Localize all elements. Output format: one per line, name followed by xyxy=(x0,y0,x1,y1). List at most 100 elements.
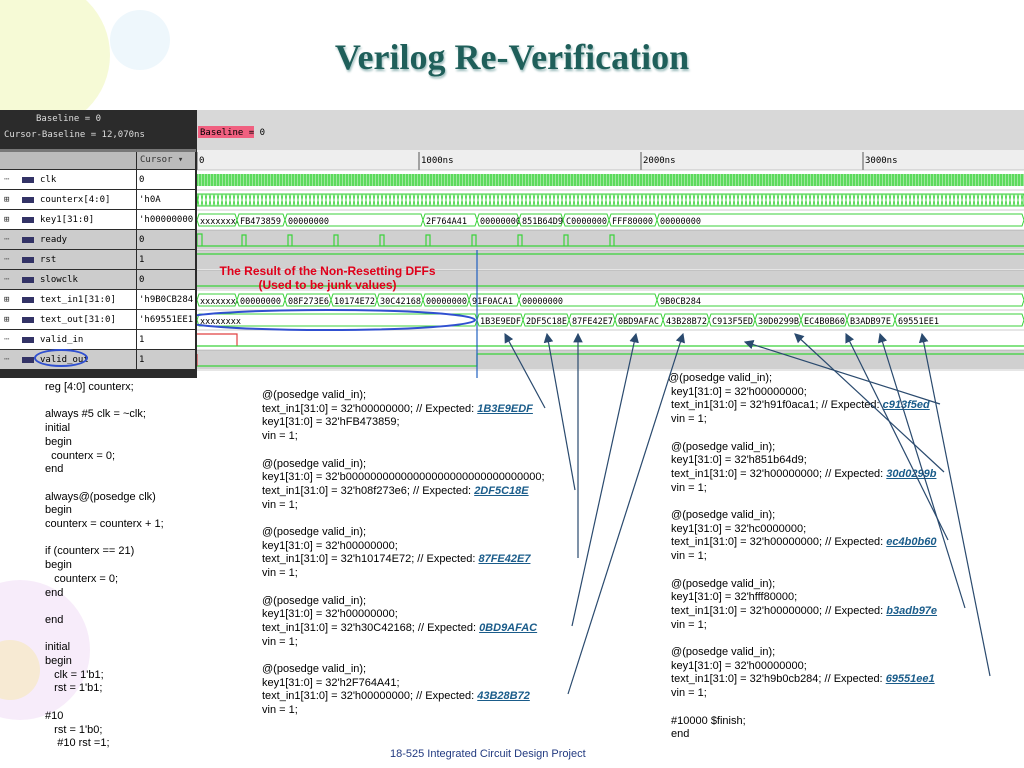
code-line: begin xyxy=(45,504,72,517)
signal-value: 'h00000000 xyxy=(137,210,195,229)
code-line: reg [4:0] counterx; xyxy=(45,381,134,393)
code-line: text_in1[31:0] = 32'h00000000; // Expect… xyxy=(262,690,530,703)
signal-icon xyxy=(22,177,34,183)
text-in1-segment xyxy=(236,293,286,307)
signal-name: text_out[31:0] xyxy=(0,310,136,329)
code-line: @(posedge valid_in); xyxy=(262,526,367,539)
tree-line-icon: ┄ xyxy=(4,175,10,185)
code-line xyxy=(262,649,545,663)
text-out-segment xyxy=(614,313,664,327)
text-out-value: 43B28B72 xyxy=(666,317,707,327)
code-line: end xyxy=(45,613,64,626)
code-line xyxy=(45,395,164,409)
code-line: begin xyxy=(45,559,72,572)
cursor-header[interactable]: Cursor ▾ xyxy=(137,152,195,169)
code-line: #10 xyxy=(45,709,64,722)
tree-line-icon: ┄ xyxy=(4,275,10,285)
text-out-value: 1B3E9EDF xyxy=(480,317,521,327)
expand-icon[interactable]: ⊞ xyxy=(4,315,10,325)
code-line xyxy=(45,628,164,642)
code-line: key1[31:0] = 32'h00000000; xyxy=(262,539,398,552)
code-line: begin xyxy=(45,435,72,448)
expected-value: 30d0299b xyxy=(886,467,937,480)
key1-value: FB473859 xyxy=(240,217,281,227)
text-in1-value: 08F273E6 xyxy=(288,297,329,307)
ruler-label: 0 xyxy=(199,156,204,166)
expected-value: 0BD9AFAC xyxy=(479,621,538,634)
code-line: key1[31:0] = 32'hc0000000; xyxy=(668,522,807,535)
code-line: counterx = 0; xyxy=(45,449,116,462)
key1-value: FFF80000 xyxy=(612,217,653,227)
clk-fill xyxy=(197,174,1024,186)
code-line xyxy=(262,512,545,526)
footer-text: 18-525 Integrated Circuit Design Project xyxy=(390,748,586,760)
signal-value: 1 xyxy=(137,330,195,349)
key1-segment xyxy=(197,213,238,227)
code-line: text_in1[31:0] = 32'h00000000; // Expect… xyxy=(668,536,937,549)
code-line xyxy=(45,696,164,710)
text-in1-value: xxxxxxx▸ xyxy=(200,297,241,307)
code-line: @(posedge valid_in); xyxy=(668,440,776,453)
code-line: counterx = counterx + 1; xyxy=(45,518,164,531)
text-in1-segment xyxy=(284,293,332,307)
key1-value: 00000000 xyxy=(660,217,701,227)
signal-row[interactable]: counterx[4:0]'h0A⊞ xyxy=(0,190,196,210)
code-line: vin = 1; xyxy=(668,687,707,700)
key1-segment xyxy=(284,213,424,227)
signal-name: slowclk xyxy=(0,270,136,289)
key1-value: 851B64D9 xyxy=(522,217,563,227)
code-line: counterx = 0; xyxy=(45,572,119,585)
code-line: key1[31:0] = 32'h00000000; xyxy=(668,385,807,398)
junk-values-highlight xyxy=(197,309,476,331)
ruler-label: 3000ns xyxy=(865,156,898,166)
text-out-segment xyxy=(197,313,478,327)
code-line xyxy=(262,444,545,458)
signal-row[interactable]: key1[31:0]'h00000000⊞ xyxy=(0,210,196,230)
tree-line-icon: ┄ xyxy=(4,235,10,245)
code-line: text_in1[31:0] = 32'h91f0aca1; // Expect… xyxy=(668,399,930,412)
code-line: text_in1[31:0] = 32'h00000000; // Expect… xyxy=(668,467,937,480)
code-line: key1[31:0] = 32'h00000000; xyxy=(668,659,807,672)
valid-out-highlight xyxy=(34,349,88,367)
code-line: @(posedge valid_in); xyxy=(668,577,776,590)
baseline-marker-box xyxy=(198,126,254,138)
signal-icon xyxy=(22,357,34,363)
text-in1-value: 00000000 xyxy=(426,297,467,307)
waveform-viewer[interactable]: Baseline = 0 Cursor-Baseline = 12,070ns … xyxy=(0,110,1024,378)
signal-row[interactable]: text_out[31:0]'h69551EE1 ⊞ xyxy=(0,310,196,330)
code-line: key1[31:0] = 32'h00000000; xyxy=(262,608,398,621)
expand-icon[interactable]: ⊞ xyxy=(4,295,10,305)
code-line: text_in1[31:0] = 32'h9b0cb284; // Expect… xyxy=(668,673,935,686)
tree-line-icon: ┄ xyxy=(4,355,10,365)
tree-line-icon: ┄ xyxy=(4,255,10,265)
signal-icon xyxy=(22,257,34,263)
signal-name: rst xyxy=(0,250,136,269)
text-out-value: 30D0299B xyxy=(758,317,799,327)
code-line: end xyxy=(45,586,64,599)
text-out-segment xyxy=(800,313,848,327)
signal-row[interactable]: text_in1[31:0]'h9B0CB284⊞ xyxy=(0,290,196,310)
text-out-segment xyxy=(846,313,896,327)
signal-value: 'h9B0CB284 xyxy=(137,290,195,309)
text-in1-value: 9B0CB284 xyxy=(660,297,701,307)
signal-value: 'h69551EE1 xyxy=(137,310,195,329)
text-in1-value: 00000000 xyxy=(240,297,281,307)
text-out-value: C913F5ED xyxy=(712,317,753,327)
expected-value: 43B28B72 xyxy=(477,690,530,703)
text-out-segment xyxy=(708,313,756,327)
expand-icon[interactable]: ⊞ xyxy=(4,215,10,225)
text-out-value: 69551EE1 xyxy=(898,317,939,327)
ruler-label: 1000ns xyxy=(421,156,454,166)
code-line: always@(posedge clk) xyxy=(45,490,156,503)
text-out-segment xyxy=(754,313,802,327)
key1-segment xyxy=(656,213,1024,227)
expand-icon[interactable]: ⊞ xyxy=(4,195,10,205)
plot-header-bar xyxy=(197,110,1024,150)
